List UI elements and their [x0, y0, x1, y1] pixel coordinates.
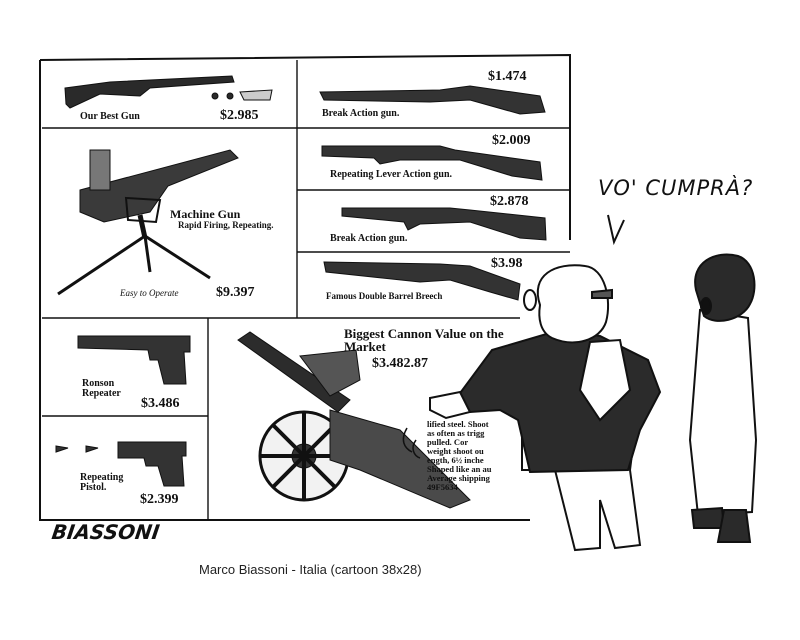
- item-price-break-action-2: $2.878: [490, 194, 529, 209]
- rifle-our-best-gun: [64, 75, 273, 109]
- item-price-repeating-lever: $2.009: [492, 133, 531, 148]
- item-price-break-action-1: $1.474: [488, 69, 527, 84]
- item-price-our-best-gun: $2.985: [220, 108, 259, 123]
- fine-print-line: 49F5634: [427, 482, 458, 492]
- item-label-our-best-gun: Our Best Gun: [80, 111, 140, 122]
- item-price-cannon: $3.482.87: [372, 356, 428, 371]
- item-price-machine-gun: $9.397: [216, 285, 255, 300]
- salesman-figure: [429, 264, 662, 552]
- fine-print-line: weight shoot ou: [427, 446, 484, 456]
- item-price-repeating-pistol: $2.399: [140, 492, 179, 507]
- item-price-ronson-repeater: $3.486: [141, 396, 180, 411]
- item-label-repeating-lever: Repeating Lever Action gun.: [330, 169, 453, 180]
- item-label-break-action-2: Break Action gun.: [330, 233, 408, 244]
- image-caption: Marco Biassoni - Italia (cartoon 38x28): [199, 562, 422, 577]
- catalog-dividers: [42, 60, 570, 520]
- item-label-double-barrel: Famous Double Barrel Breech: [326, 291, 443, 301]
- rifle-repeating-lever: [321, 145, 543, 181]
- ronson-repeater-pistol: [77, 335, 191, 385]
- item-price-double-barrel: $3.98: [491, 256, 523, 271]
- fine-print-line: Shaped like an au: [427, 464, 492, 474]
- item-label-break-action-1: Break Action gun.: [322, 108, 400, 119]
- artist-signature: BIASSONI: [50, 520, 162, 544]
- fine-print-line: as often as trigg: [427, 428, 485, 438]
- repeating-pistol: [55, 441, 187, 487]
- speech-tail: [607, 214, 625, 246]
- child-figure: [688, 253, 758, 543]
- fine-print-line: pulled. Cor: [427, 437, 469, 447]
- item-label-cannon: Biggest Cannon Value on the Market: [344, 326, 504, 354]
- rifle-double-barrel: [323, 261, 521, 301]
- item-label-machine-gun: Machine Gun: [170, 207, 241, 221]
- machine-gun: [57, 149, 239, 296]
- rifle-break-action-1: [319, 85, 546, 115]
- cannon-fine-print: lified steel. Shoot as often as trigg pu…: [427, 420, 492, 492]
- cannon: [237, 331, 471, 509]
- catalog-frame: [39, 53, 571, 521]
- rifle-break-action-2: [341, 207, 547, 241]
- item-subtitle-machine-gun: Rapid Firing, Repeating.: [178, 220, 274, 230]
- item-label-repeating-pistol: Repeating Pistol.: [80, 472, 124, 493]
- item-note-machine-gun: Easy to Operate: [120, 288, 179, 298]
- fine-print-line: ength, 6½ inche: [427, 455, 484, 465]
- item-label-ronson-repeater: Ronson Repeater: [82, 378, 121, 399]
- fine-print-line: lified steel. Shoot: [427, 419, 489, 429]
- speech-text: VO' CUMPRÀ?: [598, 176, 754, 200]
- fine-print-line: Average shipping: [427, 473, 490, 483]
- motion-lines: [402, 427, 421, 459]
